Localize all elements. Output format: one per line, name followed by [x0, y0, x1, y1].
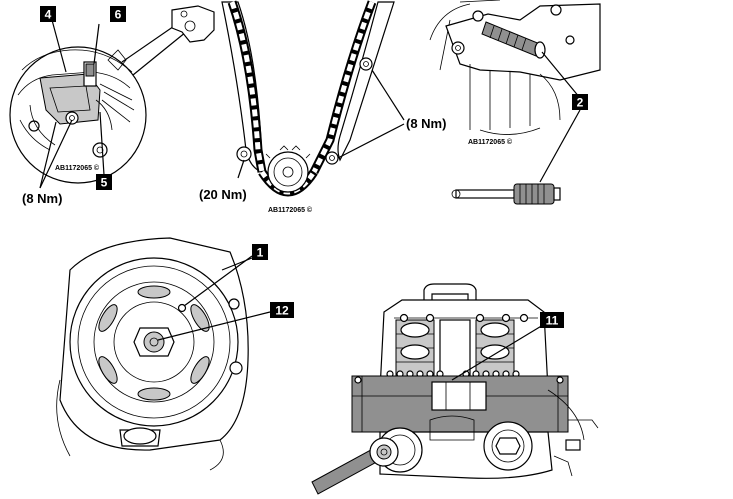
panel-tensioner-detail: AB1172065 © (8 Nm) — [9, 5, 215, 206]
torque-label-left: (8 Nm) — [22, 191, 62, 206]
callout-12: 12 — [270, 302, 294, 318]
svg-text:2: 2 — [577, 96, 584, 110]
svg-text:6: 6 — [115, 8, 122, 22]
locking-pin-tool — [451, 183, 561, 205]
svg-text:12: 12 — [275, 304, 289, 318]
panel-camshaft-tool — [311, 283, 599, 495]
svg-text:1: 1 — [257, 246, 264, 260]
image-code-panel1: AB1172065 © — [55, 164, 100, 172]
image-code-panel3: AB1172065 © — [468, 138, 513, 146]
panel-locking-tool: AB1172065 © — [429, 0, 601, 205]
svg-text:5: 5 — [101, 176, 108, 190]
callout-2: 2 — [572, 94, 588, 110]
svg-text:4: 4 — [45, 8, 52, 22]
torque-label-right: (8 Nm) — [406, 116, 446, 131]
wrench-tool — [311, 437, 399, 495]
panel-timing-chain: (20 Nm) (8 Nm) AB1172065 © — [199, 0, 446, 214]
callout-1: 1 — [252, 244, 268, 260]
callout-6: 6 — [110, 6, 126, 22]
panel-crank-pulley — [56, 237, 271, 471]
callout-5: 5 — [96, 174, 112, 190]
image-code-panel2: AB1172065 © — [268, 206, 313, 214]
callout-11: 11 — [540, 312, 564, 328]
camshaft-lobes — [395, 319, 515, 379]
svg-text:11: 11 — [546, 314, 559, 328]
callout-4: 4 — [40, 6, 56, 22]
torque-label-center: (20 Nm) — [199, 187, 247, 202]
